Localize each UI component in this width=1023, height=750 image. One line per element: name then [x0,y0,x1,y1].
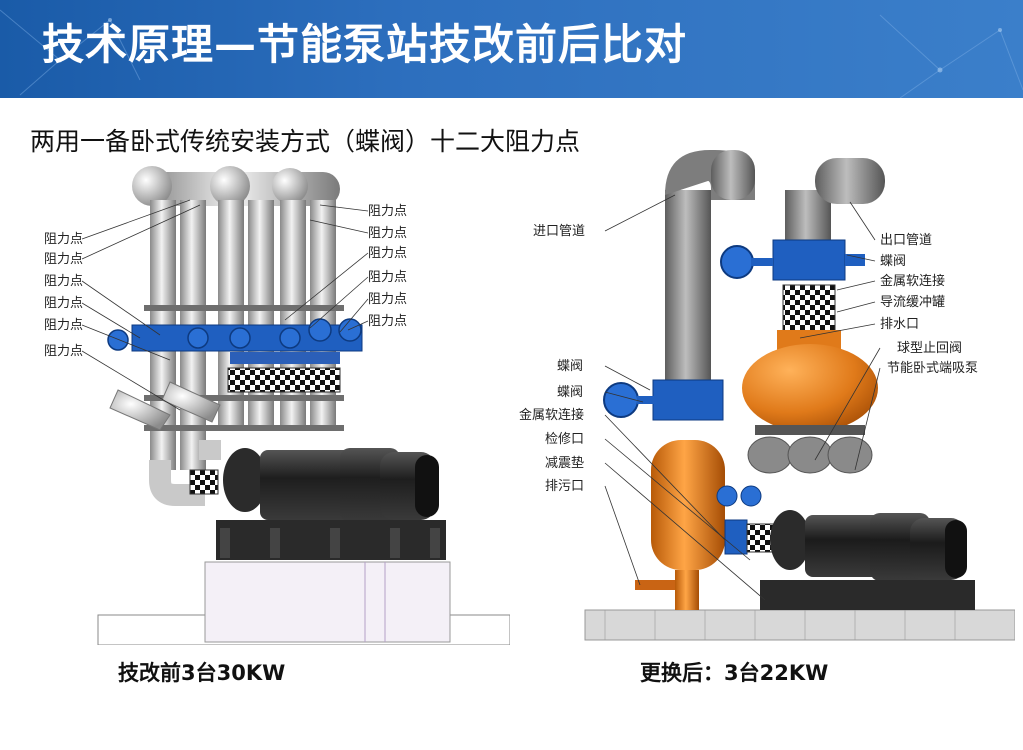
resistance-label-left-4: 阻力点 [44,296,83,311]
resistance-label-right-5: 阻力点 [368,292,407,307]
outlet-flexible-joint [782,284,836,332]
before-caption: 技改前3台30KW [118,661,286,685]
label-water-outlet: 排水口 [880,317,919,332]
label-outlet-metal-joint: 金属软连接 [880,273,945,289]
outlet-butterfly-valve [772,239,846,281]
resistance-label-right-1: 阻力点 [368,204,407,219]
left-pump-diagram: 阻力点 阻力点 阻力点 阻力点 阻力点 阻力点 阻力点 阻力点 阻力点 阻力点 … [44,166,510,645]
pump-base [760,580,975,610]
label-outlet-pipe: 出口管道 [880,233,932,248]
page-title: 技术原理—节能泵站技改前后比对 [42,20,688,69]
resistance-label-right-4: 阻力点 [368,270,407,285]
resistance-label-right-3: 阻力点 [368,246,407,261]
label-outlet-butterfly-valve: 蝶阀 [880,254,906,269]
header-banner: 技术原理—节能泵站技改前后比对 [0,0,1023,98]
inlet-tank [651,440,725,570]
label-drain-outlet: 排污口 [545,479,584,494]
header-elbow [132,166,172,206]
label-end-suction-pump: 节能卧式端吸泵 [887,361,978,376]
energy-saving-end-suction-pumps [770,510,967,581]
right-pump-diagram: 进口管道 蝶阀 蝶阀 金属软连接 检修口 减震垫 排污口 出口管道 蝶阀 金属软… [519,150,1015,641]
label-metal-flexible-joint: 金属软连接 [519,407,584,423]
resistance-label-left-5: 阻力点 [44,318,83,333]
header-network-pattern [0,9,1023,98]
after-caption: 更换后：3台22KW [640,661,829,685]
resistance-label-left-1: 阻力点 [44,232,83,247]
diversion-buffer-tank [742,344,878,432]
resistance-label-left-2: 阻力点 [44,252,83,267]
resistance-label-right-2: 阻力点 [368,226,407,241]
floor-grating [584,609,1015,641]
label-butterfly-valve-2: 蝶阀 [557,385,583,400]
label-vibration-pad: 减震垫 [545,455,584,471]
left-diagram-heading: 两用一备卧式传统安装方式（蝶阀）十二大阻力点 [30,127,581,156]
resistance-label-right-6: 阻力点 [368,314,407,329]
inlet-butterfly-valve [652,379,724,421]
pump-motor-set [223,448,439,522]
label-ball-check-valve: 球型止回阀 [897,341,962,356]
label-buffer-tank: 导流缓冲罐 [880,295,945,310]
resistance-label-left-6: 阻力点 [44,344,83,359]
pump-foundation [204,561,451,643]
inlet-pipe [665,190,711,380]
label-butterfly-valve-1: 蝶阀 [557,359,583,374]
flexible-joints [227,367,341,393]
label-inlet-pipe: 进口管道 [533,224,585,239]
label-inspection-port: 检修口 [545,432,584,447]
resistance-label-left-3: 阻力点 [44,274,83,289]
